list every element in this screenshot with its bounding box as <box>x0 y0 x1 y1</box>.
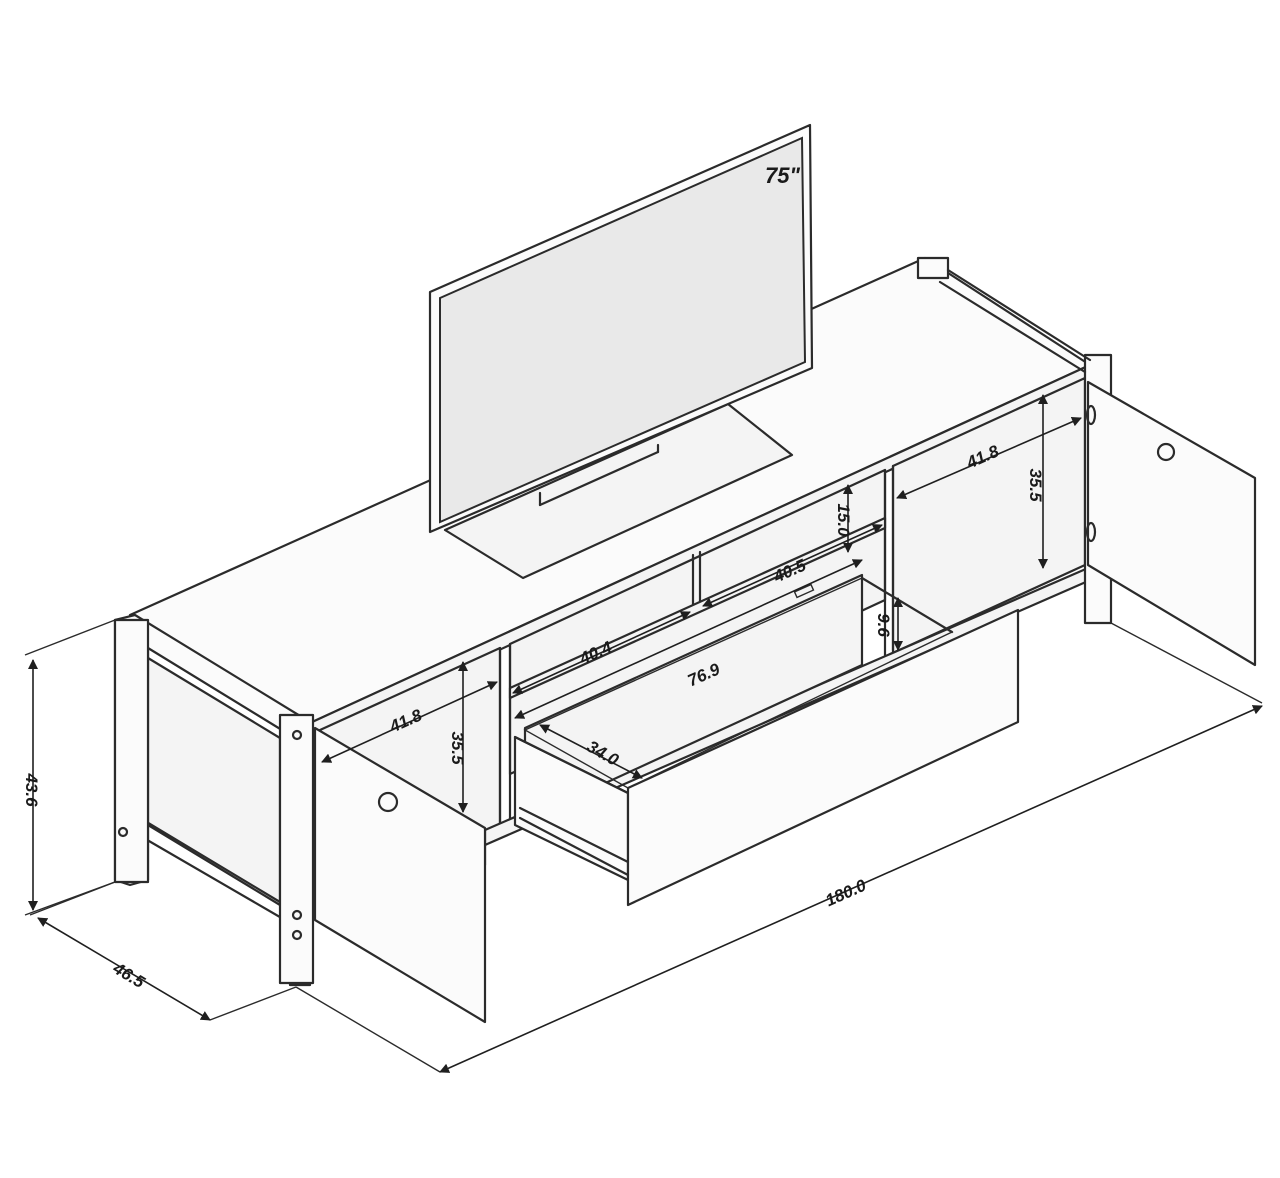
tv-size-label: 75" <box>765 163 800 188</box>
tv-screen <box>439 136 807 524</box>
left-door-hole <box>377 791 399 813</box>
right-rear-post <box>916 256 950 280</box>
width-dimension-line <box>439 705 1263 1073</box>
drawer-width-line <box>514 559 863 719</box>
height-dimension-label: 43.6 <box>22 772 41 807</box>
width-dimension-label: 180.0 <box>822 875 869 910</box>
drawer-height-label: 9.6 <box>874 613 893 637</box>
left-rear-leg <box>113 618 150 884</box>
depth-dimension-line <box>37 917 211 1021</box>
left-front-leg <box>278 713 315 985</box>
television: 75" <box>428 123 814 580</box>
right-open-door <box>1086 380 1257 667</box>
right-compartment-width-line <box>896 417 1082 499</box>
tv-stand-base <box>443 402 794 580</box>
left-compartment-height-label: 35.5 <box>448 731 467 765</box>
right-door-hole <box>1156 442 1176 462</box>
right-compartment-height-label: 35.5 <box>1026 468 1045 502</box>
center-shelf-height-label: 15.0 <box>834 503 853 537</box>
drawer-depth-line <box>539 724 643 779</box>
